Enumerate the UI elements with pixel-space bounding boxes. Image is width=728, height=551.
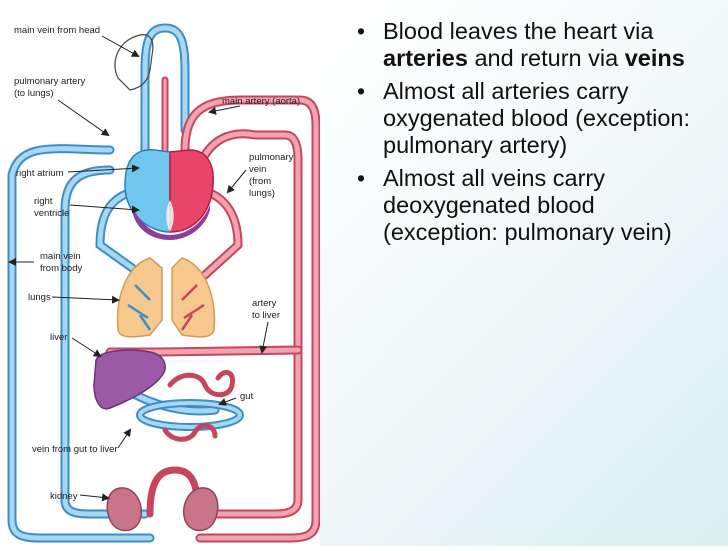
bullet-1-bold-veins: veins (624, 45, 685, 71)
label-vein-gut-liver: vein from gut to liver (32, 444, 118, 455)
bullet-dot: • (357, 18, 366, 44)
label-liver: liver (50, 332, 67, 343)
label-main-artery: main artery (aorta) (222, 96, 300, 107)
bullet-item-2: • Almost all arteries carry oxygenated b… (345, 78, 715, 159)
label-pulmonary-vein-2: vein (249, 164, 266, 175)
bullet-dot: • (357, 165, 366, 191)
label-pulmonary-vein-1: pulmonary (249, 152, 294, 163)
circulation-svg: main vein from head pulmonary artery (to… (7, 23, 321, 543)
liver (93, 349, 166, 410)
label-pulmonary-artery: pulmonary artery (14, 76, 86, 87)
bullet-3-text: Almost all veins carry deoxygenated bloo… (383, 165, 672, 245)
bullet-item-3: • Almost all veins carry deoxygenated bl… (345, 165, 715, 246)
kidneys (106, 487, 219, 532)
head-outline (114, 34, 154, 91)
bullet-1-bold-arteries: arteries (383, 45, 468, 71)
artery-loops (105, 76, 321, 543)
label-artery-liver-1: artery (252, 298, 277, 309)
vein-loops (7, 23, 244, 543)
label-artery-liver-2: to liver (252, 310, 280, 321)
pointer-lines (8, 35, 269, 502)
label-pulmonary-artery-sub: (to lungs) (14, 88, 54, 99)
label-lungs: lungs (28, 292, 51, 303)
bullet-dot: • (357, 78, 366, 104)
bullet-2-text: Almost all arteries carry oxygenated blo… (383, 78, 691, 158)
heart (124, 149, 214, 240)
label-pulmonary-vein-3: (from (249, 176, 271, 187)
label-right-atrium: right atrium (16, 168, 64, 179)
label-kidney: kidney (50, 491, 78, 502)
label-right-ventricle-1: right (34, 196, 53, 207)
bullet-1-text-a: Blood leaves the heart via (383, 18, 654, 44)
circulation-diagram: main vein from head pulmonary artery (to… (0, 0, 321, 546)
label-gut: gut (240, 391, 254, 402)
label-main-vein-body-1: main vein (40, 251, 81, 262)
label-pulmonary-vein-4: lungs) (249, 188, 275, 199)
lungs (116, 257, 216, 338)
label-main-vein-body-2: from body (40, 263, 82, 274)
diagram-labels: main vein from head pulmonary artery (to… (14, 25, 300, 502)
text-panel (320, 0, 728, 546)
label-right-ventricle-2: ventricle (34, 208, 69, 219)
bullet-item-1: • Blood leaves the heart via arteries an… (345, 18, 715, 72)
bullet-list: • Blood leaves the heart via arteries an… (345, 18, 715, 252)
label-main-vein-head: main vein from head (14, 25, 100, 36)
bullet-1-text-b: and return via (467, 45, 625, 71)
